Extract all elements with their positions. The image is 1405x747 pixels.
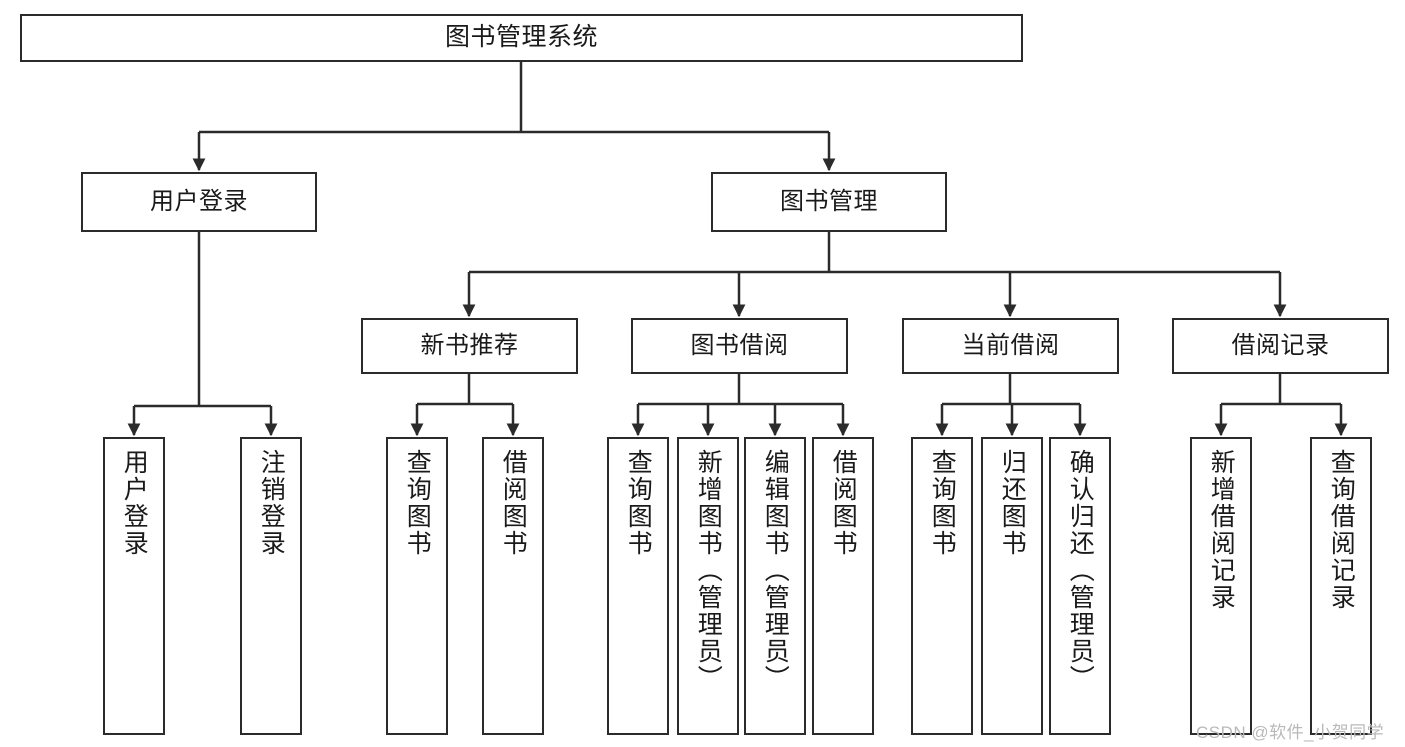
node-book-borrow-label: 图书借阅 (690, 331, 789, 359)
node-leaf-add-book-admin[interactable]: 新增图书（管理员） (677, 437, 739, 735)
node-current-borrow-label: 当前借阅 (961, 331, 1060, 359)
node-leaf-return-book[interactable]: 归还图书 (981, 437, 1043, 735)
node-leaf-user-login-label: 用户登录 (120, 449, 149, 557)
node-leaf-borrow-book-1[interactable]: 借阅图书 (482, 437, 544, 735)
node-leaf-borrow-book-1-label: 借阅图书 (499, 449, 528, 557)
node-leaf-query-book-2[interactable]: 查询图书 (607, 437, 669, 735)
node-leaf-borrow-book-2-label: 借阅图书 (829, 449, 858, 557)
csdn-watermark: CSDN @软件_小贺同学 (1196, 723, 1385, 742)
node-leaf-confirm-return-admin-label: 确认归还（管理员） (1066, 449, 1095, 692)
node-leaf-return-book-label: 归还图书 (998, 449, 1027, 557)
node-leaf-query-borrow-record[interactable]: 查询借阅记录 (1310, 437, 1372, 735)
node-leaf-query-book-2-label: 查询图书 (624, 449, 653, 557)
node-book-borrow[interactable]: 图书借阅 (631, 318, 848, 374)
node-user-login-label: 用户登录 (150, 187, 248, 215)
node-root-label: 图书管理系统 (444, 23, 598, 52)
node-borrow-record-label: 借阅记录 (1231, 331, 1330, 359)
node-leaf-add-borrow-record[interactable]: 新增借阅记录 (1190, 437, 1252, 735)
node-leaf-logout-login[interactable]: 注销登录 (240, 437, 302, 735)
node-leaf-query-book-3-label: 查询图书 (928, 449, 957, 557)
node-leaf-user-login[interactable]: 用户登录 (103, 437, 165, 735)
node-leaf-confirm-return-admin[interactable]: 确认归还（管理员） (1049, 437, 1111, 735)
node-leaf-add-book-admin-label: 新增图书（管理员） (694, 449, 723, 692)
node-leaf-edit-book-admin-label: 编辑图书（管理员） (761, 449, 790, 692)
node-leaf-query-borrow-record-label: 查询借阅记录 (1327, 449, 1356, 611)
node-new-book-recommend[interactable]: 新书推荐 (361, 318, 578, 374)
node-leaf-add-borrow-record-label: 新增借阅记录 (1207, 449, 1236, 611)
node-root[interactable]: 图书管理系统 (20, 14, 1023, 62)
node-book-manage-label: 图书管理 (780, 187, 878, 215)
node-current-borrow[interactable]: 当前借阅 (902, 318, 1119, 374)
node-leaf-logout-login-label: 注销登录 (257, 449, 286, 557)
node-borrow-record[interactable]: 借阅记录 (1172, 318, 1389, 374)
node-user-login[interactable]: 用户登录 (81, 172, 317, 232)
node-leaf-query-book-1-label: 查询图书 (403, 449, 432, 557)
node-new-book-recommend-label: 新书推荐 (420, 331, 519, 359)
node-leaf-query-book-1[interactable]: 查询图书 (386, 437, 448, 735)
node-leaf-edit-book-admin[interactable]: 编辑图书（管理员） (744, 437, 806, 735)
node-book-manage[interactable]: 图书管理 (711, 172, 947, 232)
node-leaf-borrow-book-2[interactable]: 借阅图书 (812, 437, 874, 735)
node-leaf-query-book-3[interactable]: 查询图书 (911, 437, 973, 735)
